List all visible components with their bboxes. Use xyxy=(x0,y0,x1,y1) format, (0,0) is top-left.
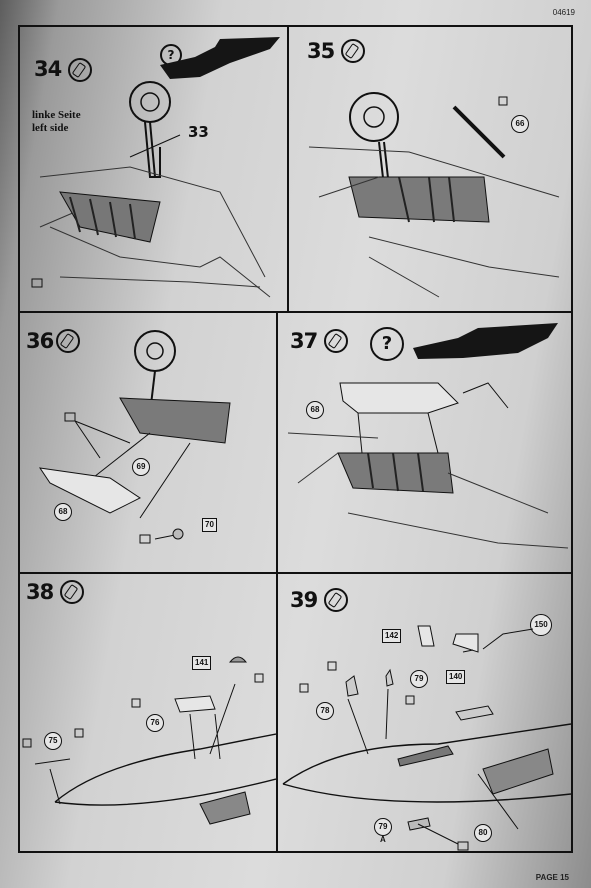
step-38-drawing xyxy=(22,656,276,825)
divider xyxy=(18,572,573,574)
divider xyxy=(287,25,289,313)
question-icon: ? xyxy=(370,327,404,361)
step-35-panel: 35 66 xyxy=(289,27,571,311)
step-number: 39 xyxy=(290,588,318,612)
side-note-english: left side xyxy=(32,122,69,134)
steps-frame xyxy=(18,25,573,853)
part-number: 33 xyxy=(188,123,209,141)
page-number: PAGE 15 xyxy=(535,873,569,882)
part-callout: 142 xyxy=(382,629,402,643)
step-34-drawing xyxy=(31,37,280,298)
part-callout: 79 xyxy=(374,818,392,836)
part-callout: 141 xyxy=(192,656,212,670)
side-note: linke Seite left side xyxy=(32,109,81,135)
glue-icon xyxy=(324,329,348,353)
part-callout: 68 xyxy=(54,503,72,521)
glue-icon xyxy=(341,39,365,63)
part-callout: 79 xyxy=(410,670,428,688)
step-number: 35 xyxy=(307,39,335,63)
step-number: 34 xyxy=(34,57,62,81)
step-39-panel: 39 142 150 140 79 78 79 A 80 xyxy=(278,574,571,851)
step-number: 36 xyxy=(26,329,54,353)
kit-code: 04619 xyxy=(552,8,575,17)
part-callout: 80 xyxy=(474,824,492,842)
step-34-panel: 34 ? linke Seite left side 33 xyxy=(20,27,287,311)
part-callout: 69 xyxy=(132,458,150,476)
side-note-german: linke Seite xyxy=(32,109,81,121)
step-number: 37 xyxy=(290,329,318,353)
divider xyxy=(18,311,573,313)
part-callout: 70 xyxy=(202,518,217,532)
glue-icon xyxy=(60,580,84,604)
glue-icon xyxy=(56,329,80,353)
divider xyxy=(276,313,278,853)
step-37-panel: 37 ? 68 xyxy=(278,313,571,572)
glue-icon xyxy=(68,58,92,82)
part-callout: 140 xyxy=(446,670,466,684)
step-37-drawing xyxy=(287,323,569,549)
step-35-drawing xyxy=(308,92,560,298)
part-callout: 150 xyxy=(530,614,552,636)
step-36-drawing xyxy=(38,330,231,544)
step-number: 38 xyxy=(26,580,54,604)
part-callout: 66 xyxy=(511,115,529,133)
part-callout: 75 xyxy=(44,732,62,750)
step-38-panel: 38 141 76 75 xyxy=(20,574,276,851)
part-callout: 78 xyxy=(316,702,334,720)
glue-icon xyxy=(324,588,348,612)
part-callout: 68 xyxy=(306,401,324,419)
step-39-drawing xyxy=(282,625,571,851)
step-36-panel: 36 69 68 70 xyxy=(20,313,276,572)
part-callout: 76 xyxy=(146,714,164,732)
variant-label: A xyxy=(380,835,386,844)
